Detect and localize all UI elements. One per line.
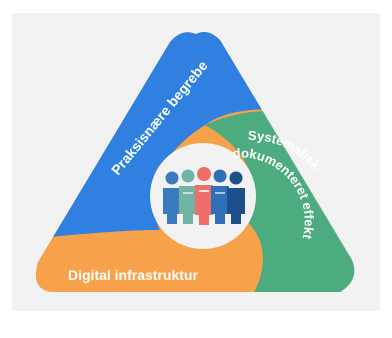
people-group-icon <box>163 167 245 225</box>
label-orange: Digital infrastruktur <box>68 267 198 283</box>
